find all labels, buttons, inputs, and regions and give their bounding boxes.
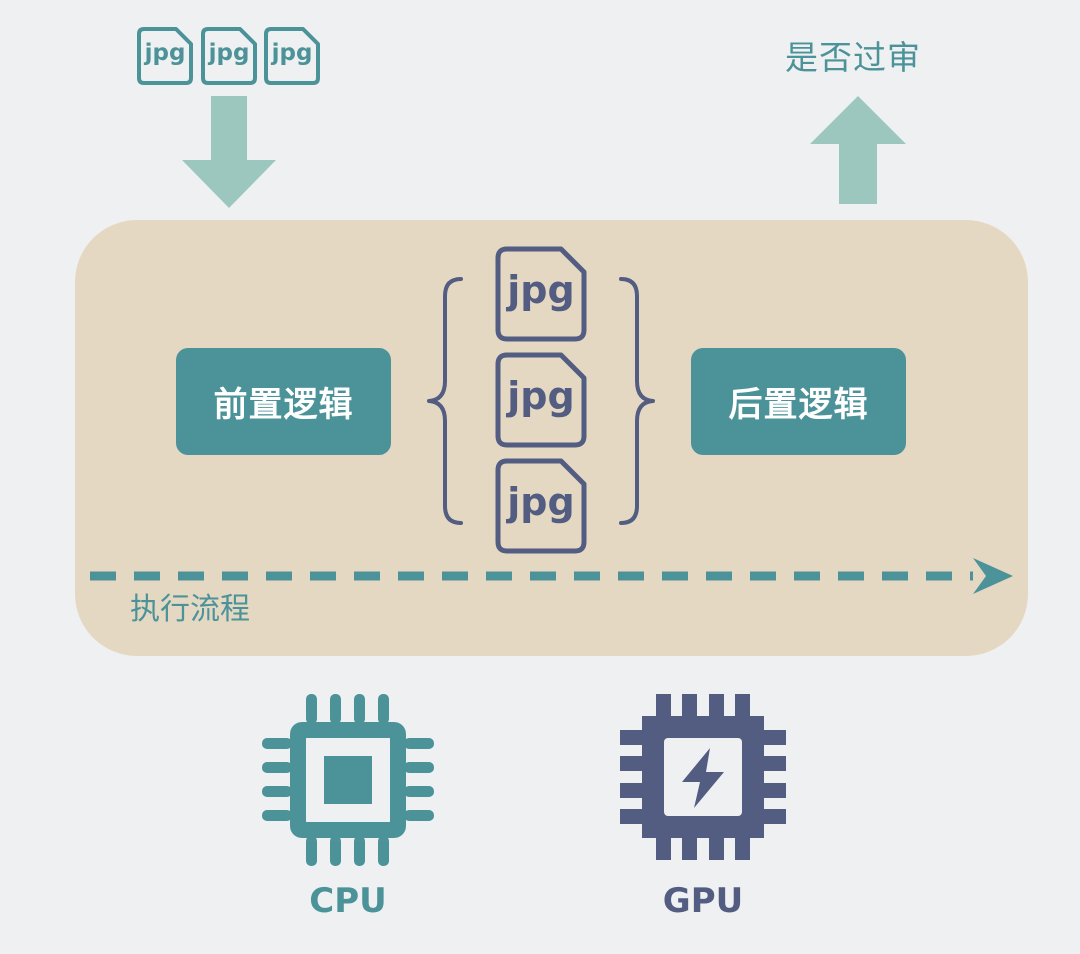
input-arrow-down-icon [182,96,276,208]
batch-file-label: jpg [507,480,575,524]
post-logic-box: 后置逻辑 [691,348,906,455]
input-file-icon: jpg [136,26,194,86]
cpu-label: CPU [309,881,387,921]
batch-file-label: jpg [507,268,575,312]
batch-file-icon: jpg [495,352,587,448]
cpu-chip-icon [262,694,434,866]
output-arrow-up-icon [810,96,906,204]
gpu-chip-icon [620,694,786,860]
flow-dashed-arrow-icon [90,558,1013,594]
input-file-label: jpg [271,40,313,66]
flow-label: 执行流程 [130,592,250,627]
pre-logic-box: 前置逻辑 [176,348,391,455]
batch-file-icon: jpg [495,246,587,342]
batch-file-icon: jpg [495,458,587,554]
gpu-label: GPU [662,881,744,921]
input-file-icon: jpg [263,26,321,86]
result-label: 是否过审 [785,38,921,77]
left-brace-icon [427,277,463,525]
input-file-label: jpg [144,40,186,66]
batch-file-label: jpg [507,374,575,418]
right-brace-icon [619,277,655,525]
input-file-icon: jpg [200,26,258,86]
input-file-label: jpg [208,40,250,66]
